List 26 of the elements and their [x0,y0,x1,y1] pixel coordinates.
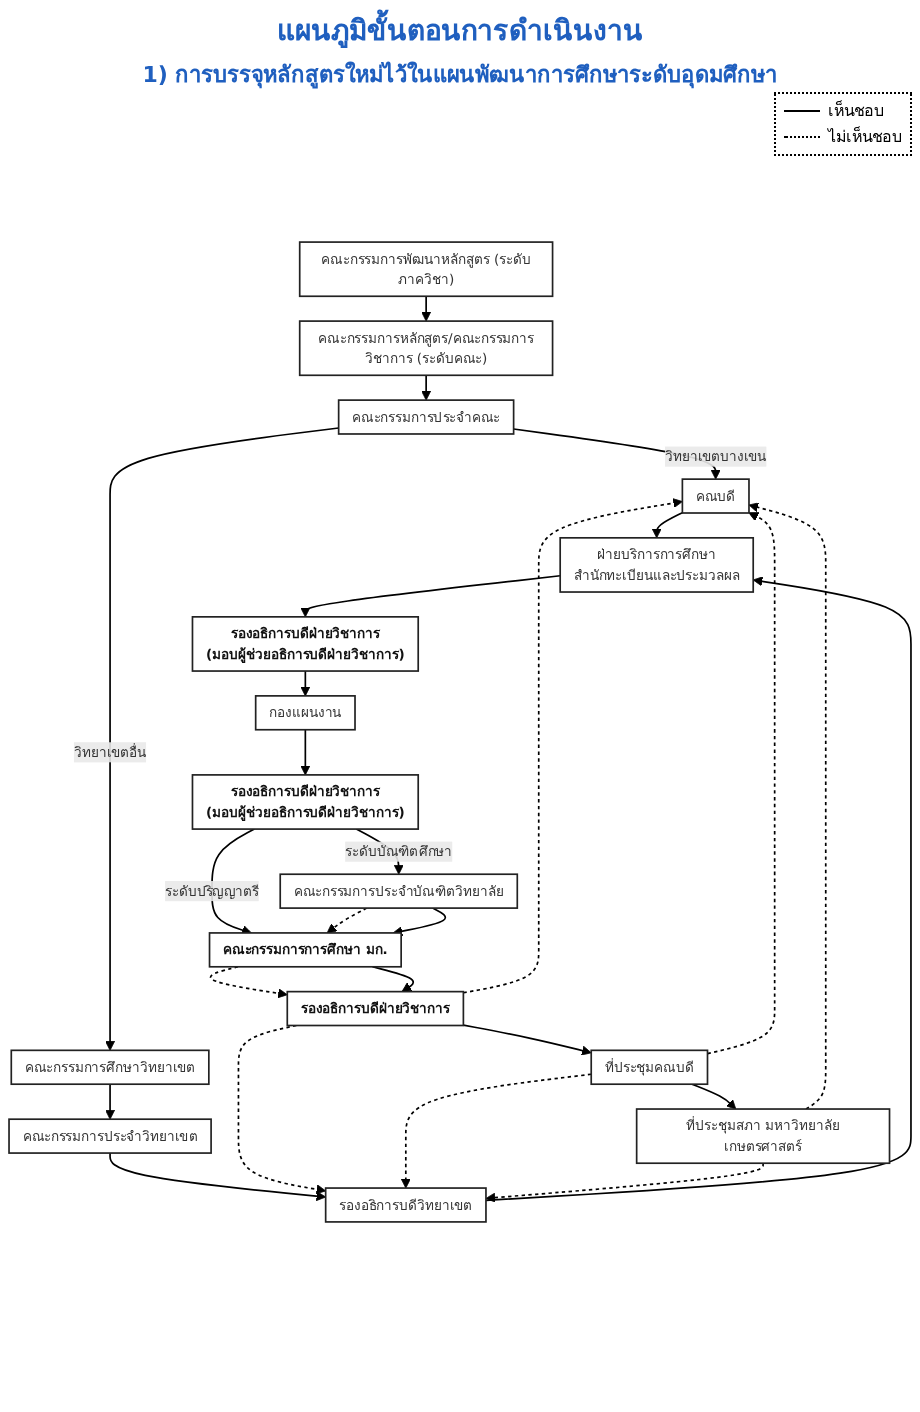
subtitle: 1) การบรรจุหลักสูตรใหม่ไว้ในแผนพัฒนาการศึกษาระดับอุดมศึกษา [142,59,778,92]
legend-text: เห็นชอบ [828,98,884,124]
arrow [326,907,368,934]
arrow [237,1024,327,1195]
arrow [691,1083,737,1110]
arrow [400,1073,593,1189]
arrow [421,295,432,322]
arrow [300,728,311,776]
arrow [105,1083,116,1120]
arrow [462,498,683,994]
arrow [105,427,340,1051]
arrow [392,907,447,937]
arrow [300,574,562,618]
arrow [462,1024,592,1056]
legend-text: ไม่เห็นชอบ [828,124,902,150]
title: แผนภูมิขั้นตอนการดำเนินงาน [277,8,643,52]
arrow [421,374,432,401]
arrow [371,965,415,993]
arrow [209,965,288,999]
arrow [651,511,684,539]
arrow [109,1152,327,1202]
arrow [485,1162,764,1203]
arrow [706,512,776,1055]
arrow [485,576,912,1202]
arrow [300,670,311,697]
arrow [748,502,827,1110]
